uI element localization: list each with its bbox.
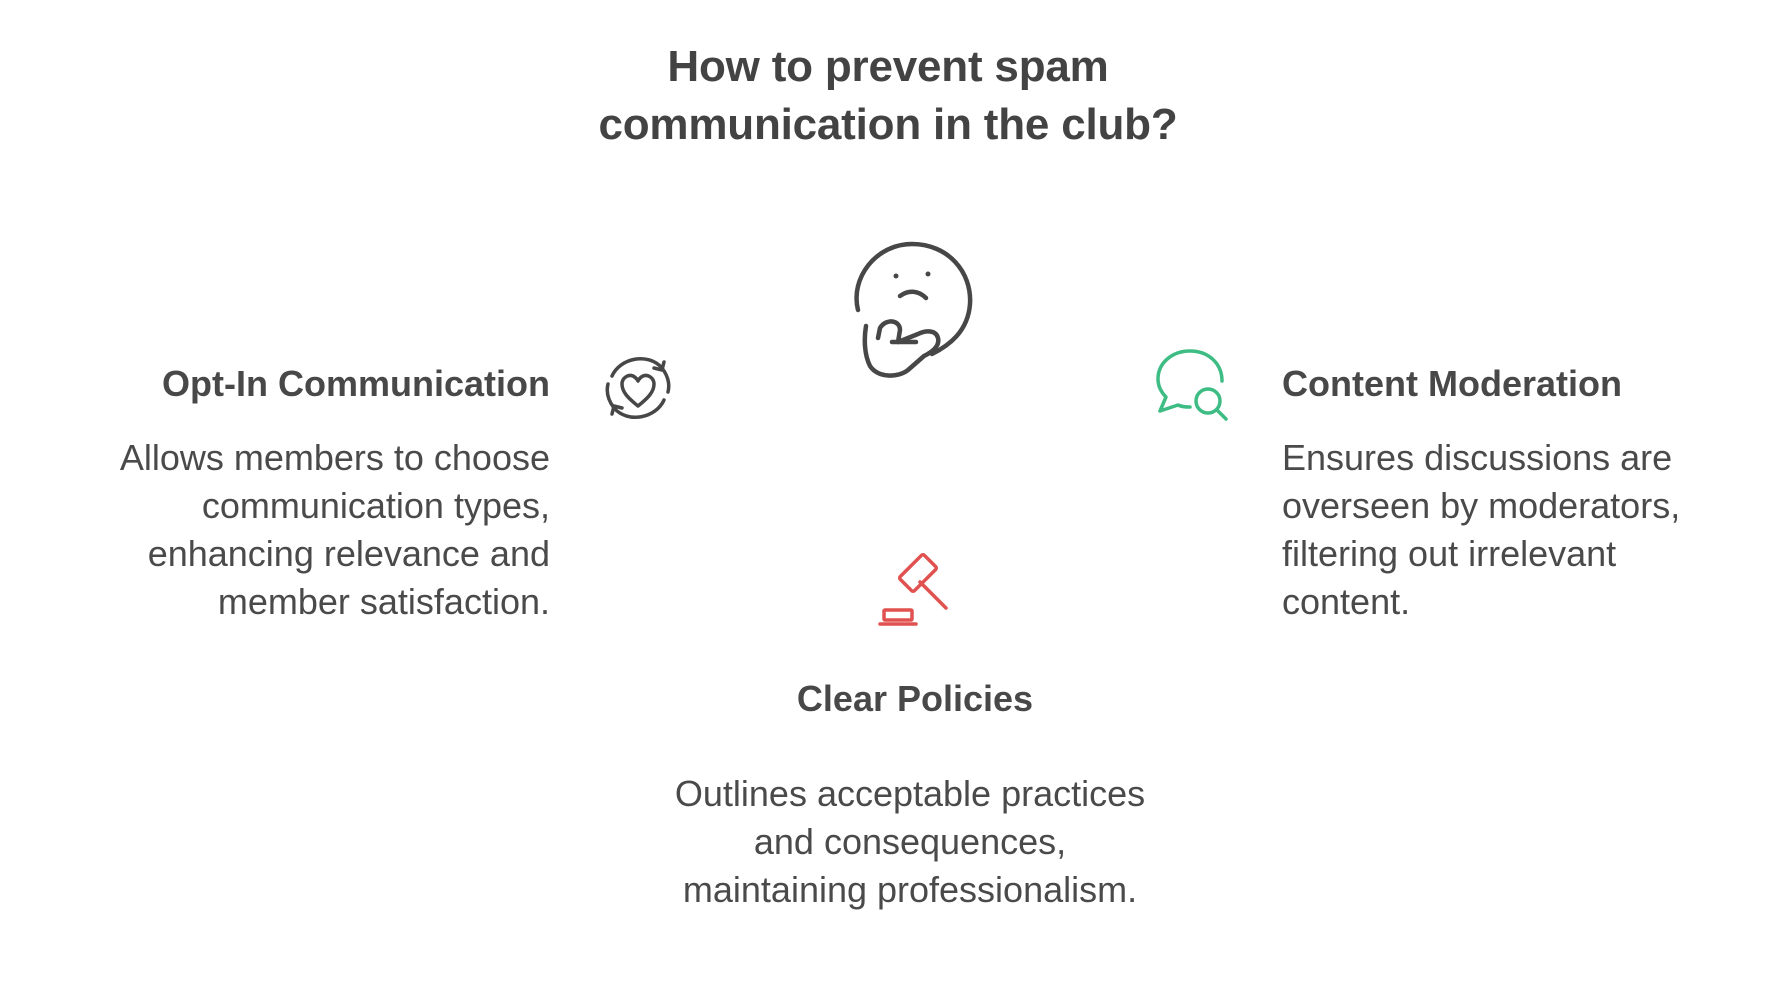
content-moderation-line: content. <box>1282 581 1411 622</box>
opt-in-description: Allows members to choose communication t… <box>40 434 550 626</box>
content-moderation-heading: Content Moderation <box>1282 363 1622 404</box>
clear-policies-line: and consequences, <box>753 821 1067 862</box>
chat-search-icon <box>1156 349 1228 421</box>
clear-policies-heading: Clear Policies <box>796 678 1034 719</box>
clear-policies-description: Outlines acceptable practices and conseq… <box>600 770 1220 914</box>
content-moderation-line: filtering out irrelevant <box>1282 533 1617 574</box>
diagram-title: How to prevent spam communication in the… <box>520 38 1256 154</box>
content-moderation-line: Ensures discussions are <box>1282 437 1673 478</box>
clear-policies-line: maintaining professionalism. <box>682 869 1138 910</box>
opt-in-line: Allows members to choose <box>119 437 550 478</box>
opt-in-heading: Opt-In Communication <box>162 363 550 404</box>
clear-policies-line: Outlines acceptable practices <box>674 773 1146 814</box>
heart-refresh-icon <box>605 357 671 419</box>
gavel-icon <box>878 552 948 626</box>
opt-in-line: member satisfaction. <box>217 581 550 622</box>
content-moderation-line: overseen by moderators, <box>1282 485 1681 526</box>
title-line-2: communication in the club? <box>598 100 1178 149</box>
opt-in-line: enhancing relevance and <box>147 533 550 574</box>
opt-in-line: communication types, <box>201 485 550 526</box>
title-line-1: How to prevent spam <box>667 42 1109 91</box>
content-moderation-description: Ensures discussions are overseen by mode… <box>1282 434 1680 626</box>
thinking-face-icon <box>854 241 973 378</box>
